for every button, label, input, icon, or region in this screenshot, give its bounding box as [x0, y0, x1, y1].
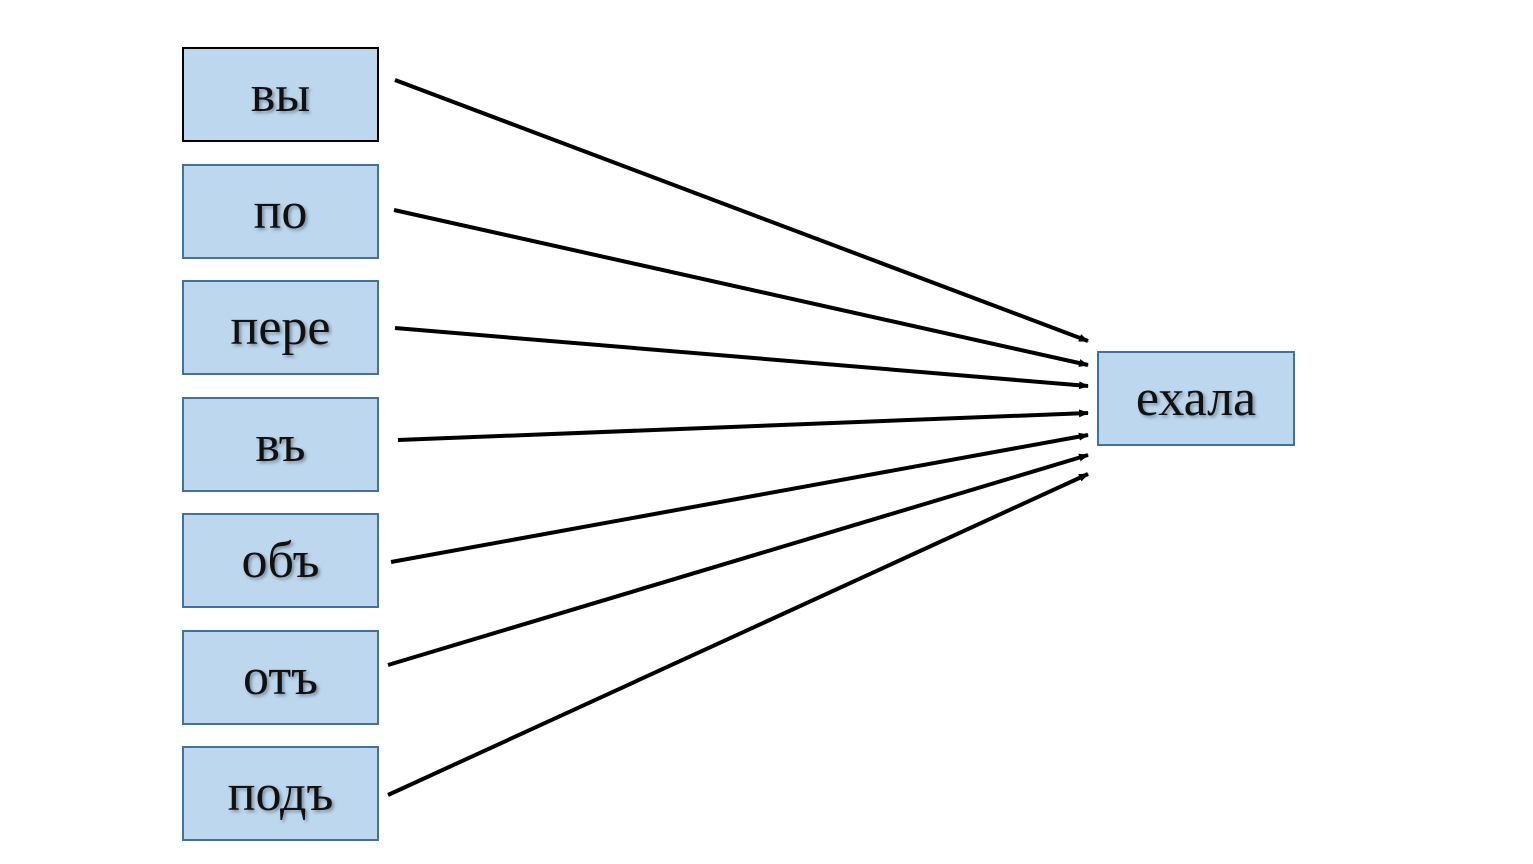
arrow-po-to-root — [393, 208, 1089, 367]
prefix-box-pod[interactable]: подъ — [182, 746, 379, 841]
arrow-v-to-root — [397, 409, 1089, 442]
arrow-ob-to-root — [390, 432, 1089, 564]
prefix-box-pere[interactable]: пере — [182, 280, 379, 375]
prefix-box-vy[interactable]: вы — [182, 47, 379, 142]
prefix-box-v[interactable]: въ — [182, 397, 379, 492]
prefix-box-ot[interactable]: отъ — [182, 630, 379, 725]
arrow-ot-to-root — [387, 453, 1089, 667]
arrow-pod-to-root — [387, 472, 1089, 797]
prefix-box-ob[interactable]: объ — [182, 513, 379, 608]
prefix-box-po[interactable]: по — [182, 164, 379, 259]
arrow-vy-to-root — [394, 78, 1089, 343]
arrow-pere-to-root — [394, 326, 1089, 390]
root-box-ekhala[interactable]: ехала — [1097, 351, 1295, 446]
